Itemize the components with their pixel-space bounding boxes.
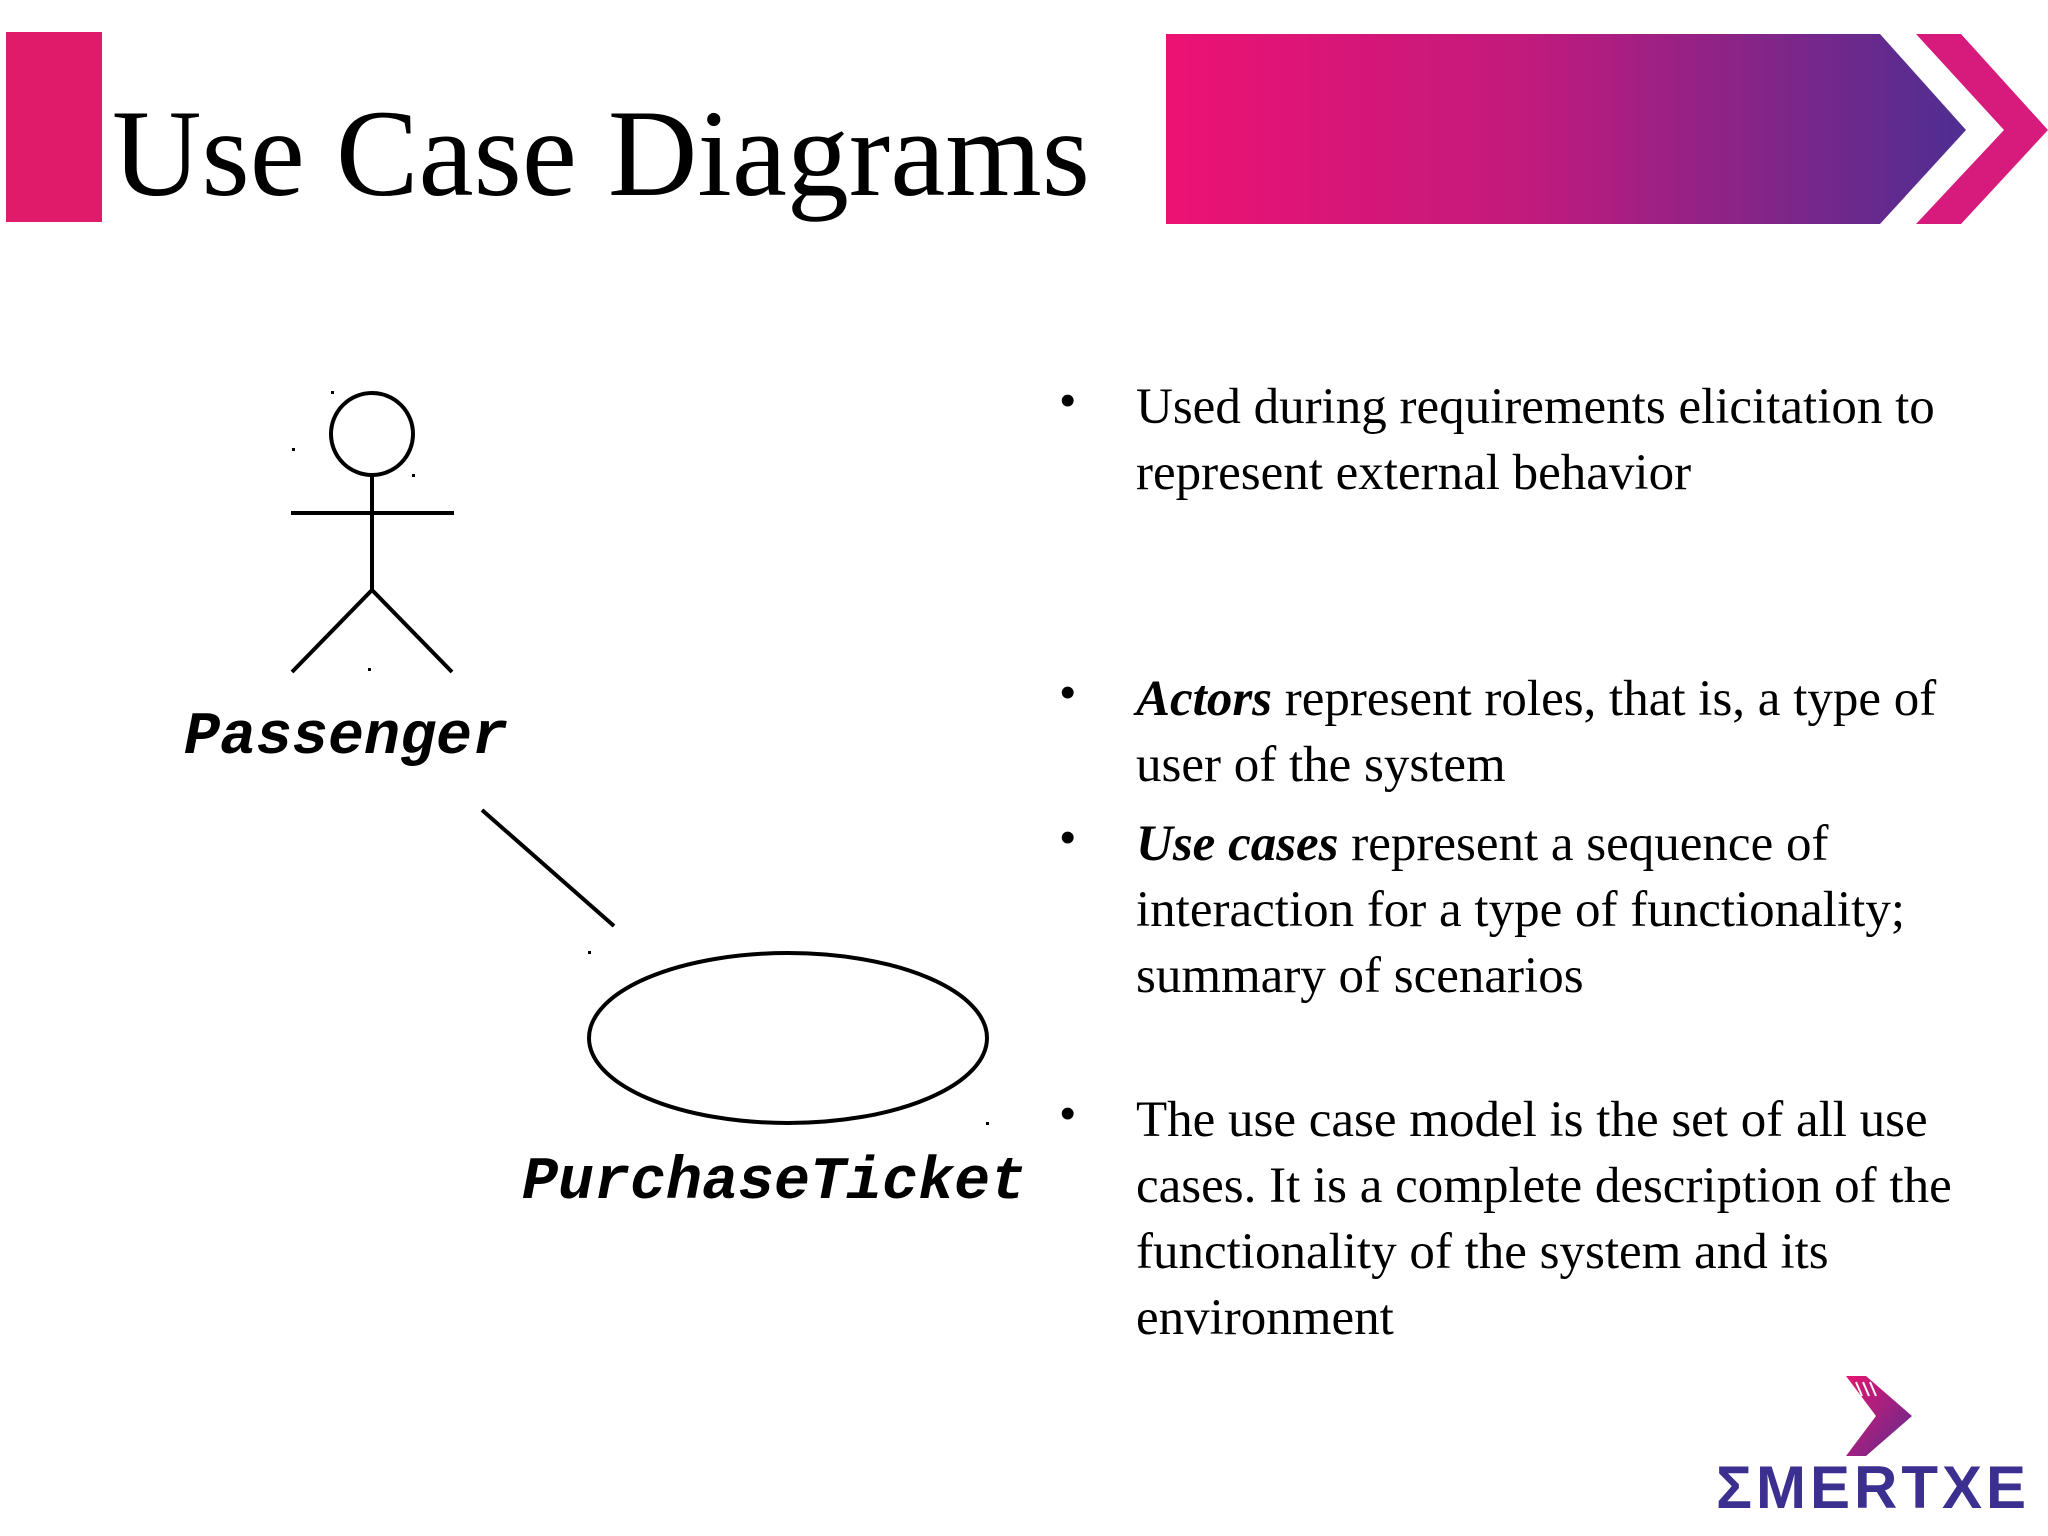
bullet-icon: • bbox=[1060, 376, 1076, 425]
bullet-body: represent a sequence of interaction for … bbox=[1136, 816, 1905, 1004]
banner-arrow-shape bbox=[1166, 34, 1966, 224]
bullet-text: Use cases represent a sequence of intera… bbox=[1136, 811, 2026, 1009]
use-case-ellipse bbox=[587, 951, 989, 1125]
bullet-icon: • bbox=[1060, 668, 1076, 717]
company-logo-text: ΣMERTXE bbox=[1716, 1454, 2031, 1521]
actor-label: Passenger bbox=[184, 704, 509, 772]
bullet-icon: • bbox=[1060, 813, 1076, 862]
bullet-emphasis: Actors bbox=[1136, 671, 1273, 727]
bullet-icon: • bbox=[1060, 1089, 1076, 1138]
bullet-text: Actors represent roles, that is, a type … bbox=[1136, 666, 2026, 798]
association-line bbox=[480, 808, 616, 928]
chevron-logo-icon bbox=[1846, 1376, 1912, 1456]
actor-left-leg bbox=[290, 588, 374, 674]
bullet-text: Used during requirements elicitation to … bbox=[1136, 379, 1935, 501]
slide-title: Use Case Diagrams bbox=[112, 85, 1090, 222]
bullet-emphasis: Use cases bbox=[1136, 816, 1339, 872]
bullet-body: represent roles, that is, a type of user… bbox=[1136, 671, 1937, 793]
actor-right-leg bbox=[370, 588, 454, 674]
use-case-label: PurchaseTicket bbox=[522, 1149, 1027, 1217]
bullet-text: The use case model is the set of all use… bbox=[1136, 1092, 1952, 1346]
actor-head bbox=[329, 391, 415, 477]
banner-chevron-icon bbox=[1916, 34, 2048, 224]
title-accent-bar bbox=[6, 32, 102, 222]
header-banner-graphic bbox=[1166, 34, 2048, 224]
